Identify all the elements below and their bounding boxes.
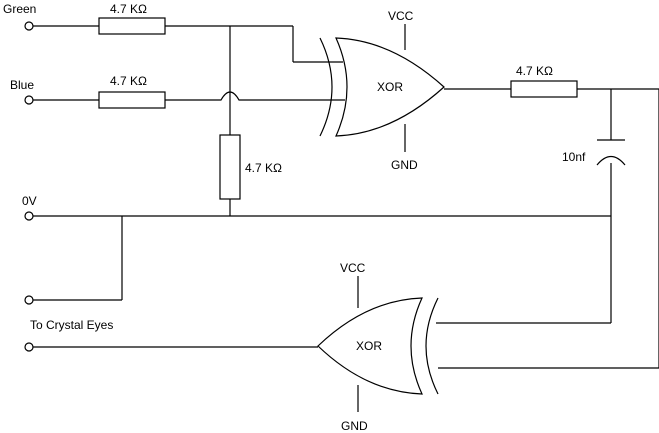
label-cap: 10nf xyxy=(562,150,586,164)
label-gate1: XOR xyxy=(377,80,403,94)
blue-terminal xyxy=(24,95,34,105)
label-r2: 4.7 KΩ xyxy=(110,74,147,88)
label-vcc2: VCC xyxy=(340,261,366,275)
label-gnd1: GND xyxy=(391,158,418,172)
zero-v-rail xyxy=(33,215,611,301)
xor-gate-1 xyxy=(319,37,445,137)
label-zero-v: 0V xyxy=(22,194,37,208)
gate2-input-wires xyxy=(436,89,659,369)
label-gate2: XOR xyxy=(356,339,382,353)
label-r4: 4.7 KΩ xyxy=(516,64,553,78)
green-wire xyxy=(33,25,343,63)
zero-v-terminal xyxy=(24,211,34,221)
label-gnd2: GND xyxy=(341,419,368,433)
xor-gate-2 xyxy=(317,297,439,395)
label-blue: Blue xyxy=(10,78,34,92)
gate1-output-wire xyxy=(444,88,659,323)
crystal-eyes-terminal xyxy=(24,342,34,352)
resistor-r3 xyxy=(219,134,241,200)
resistor-r2 xyxy=(98,91,166,109)
return-terminal xyxy=(24,295,34,305)
label-r3: 4.7 KΩ xyxy=(245,161,282,175)
resistor-r1 xyxy=(98,17,166,35)
label-vcc1: VCC xyxy=(388,9,414,23)
green-terminal xyxy=(24,21,34,31)
blue-wire xyxy=(33,91,345,101)
label-green: Green xyxy=(3,2,36,16)
capacitor xyxy=(596,139,626,166)
label-r1: 4.7 KΩ xyxy=(110,2,147,16)
label-to-crystal-eyes: To Crystal Eyes xyxy=(30,318,113,332)
resistor-r4 xyxy=(510,80,578,98)
